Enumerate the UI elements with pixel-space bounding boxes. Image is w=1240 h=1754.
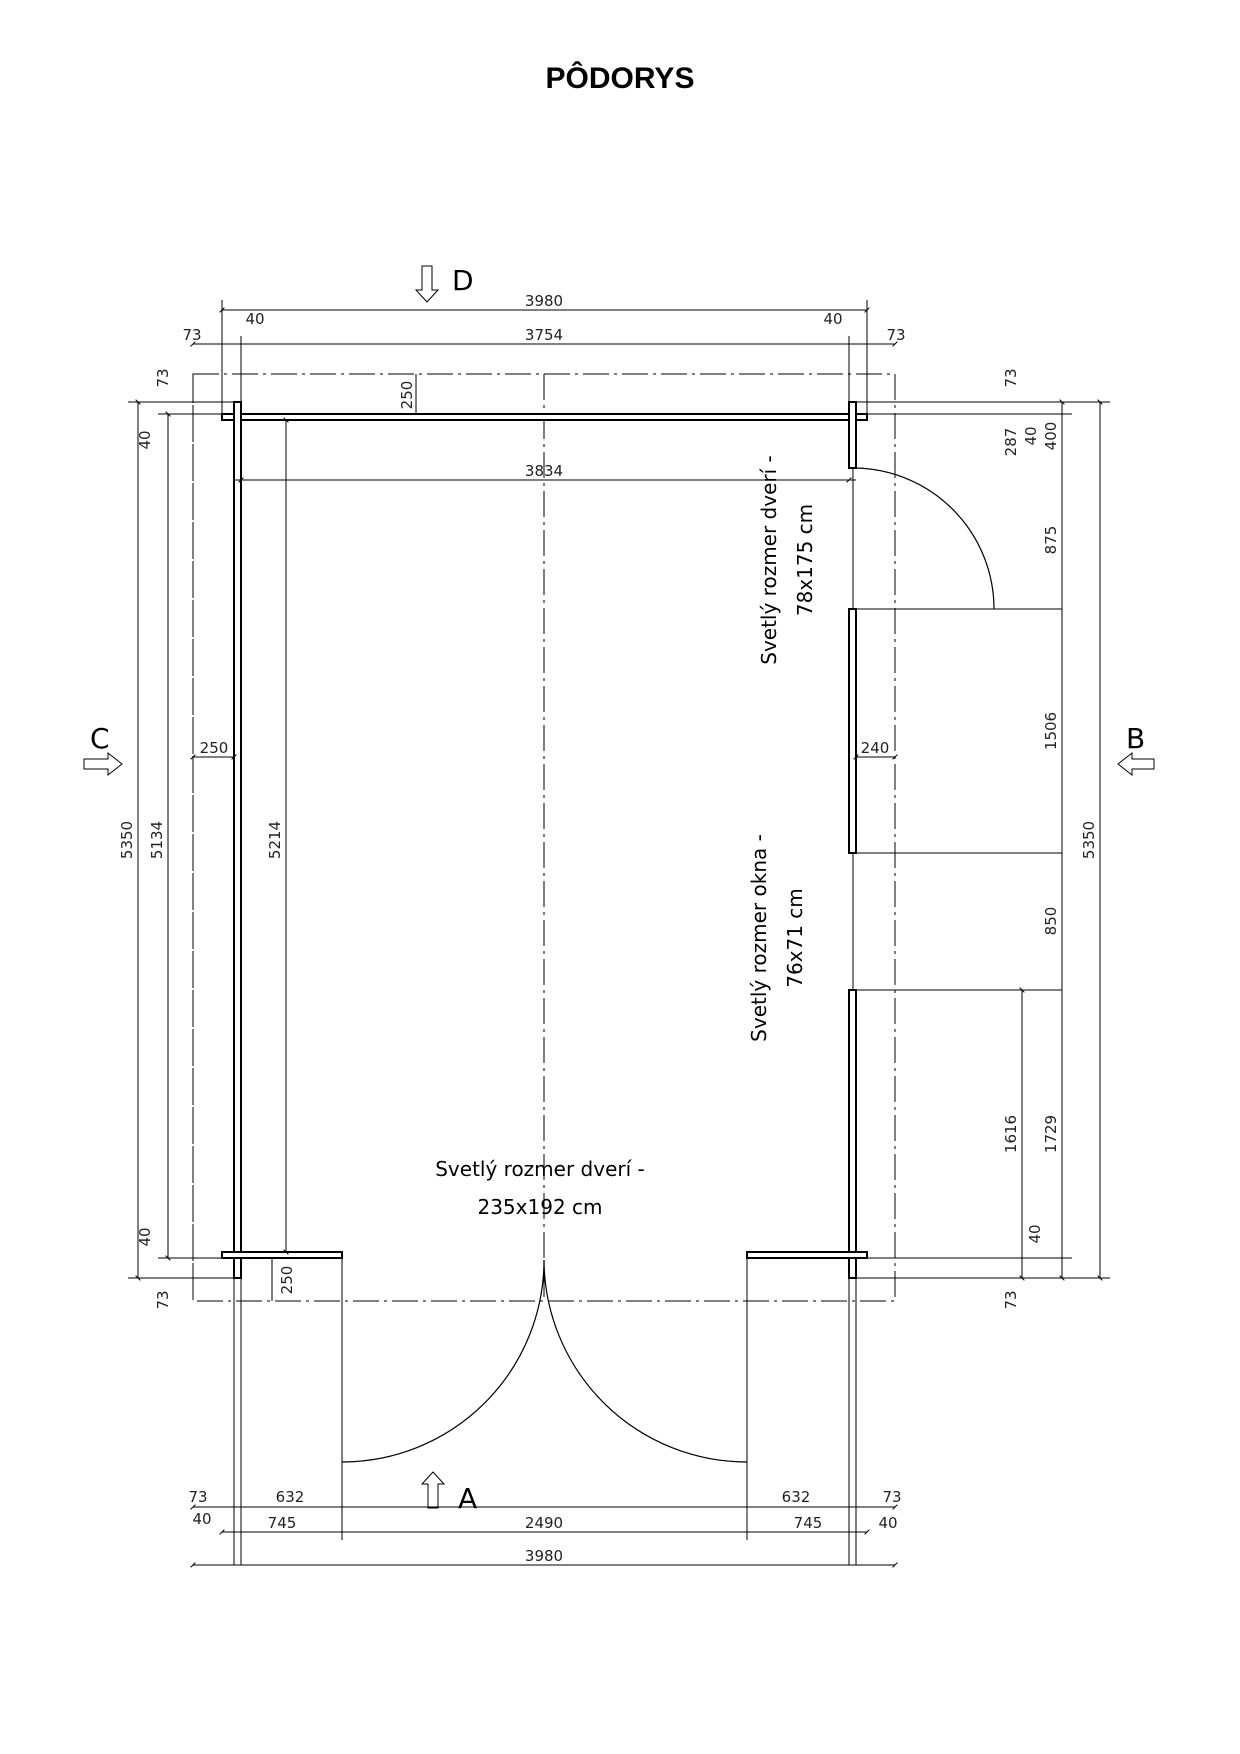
- section-arrow-d: D: [414, 264, 474, 303]
- front-door-swing-left: [341, 1259, 545, 1463]
- note-window-line2: 76x71 cm: [783, 888, 807, 988]
- dim-right-eave: 240: [861, 739, 890, 757]
- wall-right-lower: [848, 989, 857, 1279]
- dim-right-1506: 1506: [1042, 712, 1060, 750]
- dim-right-1729: 1729: [1042, 1115, 1060, 1153]
- dim-bottom-40-left: 40: [192, 1510, 211, 1528]
- dim-bottom-40-right: 40: [878, 1514, 897, 1532]
- front-door-swing-right: [543, 1259, 748, 1463]
- dim-eave-top: 250: [398, 381, 416, 410]
- dim-left-40-top: 40: [136, 430, 154, 449]
- wall-right-upper: [848, 401, 857, 469]
- section-a-label: A: [458, 1482, 477, 1515]
- section-b-arrow-icon: [1117, 751, 1155, 777]
- dim-top-73-left: 73: [182, 326, 201, 344]
- dim-right-73-bottom: 73: [1002, 1290, 1020, 1309]
- section-c-label: C: [90, 722, 110, 755]
- section-arrow-b: B: [1117, 722, 1155, 777]
- section-d-label: D: [452, 264, 474, 297]
- dim-inner-width: 3834: [525, 462, 563, 480]
- dim-left-40-bottom: 40: [136, 1227, 154, 1246]
- wall-bottom-right: [746, 1251, 868, 1259]
- dim-left-inner: 5134: [148, 821, 166, 859]
- section-d-arrow-icon: [414, 265, 440, 303]
- top-dimensions: [190, 300, 898, 483]
- dim-bottom-632-left: 632: [276, 1488, 305, 1506]
- dim-top-40-right: 40: [823, 310, 842, 328]
- section-arrow-c: C: [83, 722, 123, 777]
- dim-bottom-73-left: 73: [188, 1488, 207, 1506]
- dim-top-73-right: 73: [886, 326, 905, 344]
- dim-bottom-total: 3980: [525, 1547, 563, 1565]
- note-window-line1: Svetlý rozmer okna -: [747, 834, 771, 1042]
- wall-left: [233, 401, 242, 1279]
- note-front-door-line2: 235x192 cm: [477, 1195, 602, 1219]
- note-side-door-line1: Svetlý rozmer dverí -: [757, 455, 781, 665]
- dim-right-73-top: 73: [1002, 368, 1020, 387]
- dim-right-40-top: 40: [1022, 426, 1040, 445]
- dim-bottom-745-right: 745: [794, 1514, 823, 1532]
- walls: [221, 401, 868, 1279]
- section-arrow-a: A: [420, 1471, 477, 1515]
- side-door-swing: [852, 467, 995, 610]
- dim-top-total: 3980: [525, 292, 563, 310]
- left-dimensions: [128, 399, 289, 1281]
- window-right: [848, 608, 857, 854]
- dim-bottom-745-left: 745: [268, 1514, 297, 1532]
- dim-left-eave: 250: [200, 739, 229, 757]
- dim-bottom-632-right: 632: [782, 1488, 811, 1506]
- section-b-label: B: [1126, 722, 1145, 755]
- dim-left-73-top: 73: [154, 368, 172, 387]
- bottom-dimensions: [190, 1258, 898, 1568]
- section-c-arrow-icon: [83, 751, 123, 777]
- note-front-door-line1: Svetlý rozmer dverí -: [435, 1157, 645, 1181]
- dim-inner-height: 5214: [266, 821, 284, 859]
- dim-bottom-eave: 250: [278, 1266, 296, 1295]
- dim-right-total: 5350: [1080, 821, 1098, 859]
- dim-bottom-73-right: 73: [882, 1488, 901, 1506]
- note-side-door-line2: 78x175 cm: [793, 504, 817, 616]
- wall-top: [221, 413, 868, 421]
- dim-top-inner: 3754: [525, 326, 563, 344]
- dim-right-40-bottom: 40: [1026, 1224, 1044, 1243]
- wall-bottom-left: [221, 1251, 343, 1259]
- right-dimensions: [853, 399, 1110, 1281]
- dim-left-73-bottom: 73: [154, 1290, 172, 1309]
- dim-right-875: 875: [1042, 526, 1060, 555]
- dim-right-850: 850: [1042, 907, 1060, 936]
- drawing-title: PÔDORYS: [545, 62, 695, 95]
- dim-right-1616: 1616: [1002, 1115, 1020, 1153]
- section-a-arrow-icon: [420, 1471, 446, 1509]
- dim-top-40-left: 40: [245, 310, 264, 328]
- dim-right-400: 400: [1042, 422, 1060, 451]
- dim-bottom-2490: 2490: [525, 1514, 563, 1532]
- dim-left-total: 5350: [118, 821, 136, 859]
- dim-right-287: 287: [1002, 428, 1020, 457]
